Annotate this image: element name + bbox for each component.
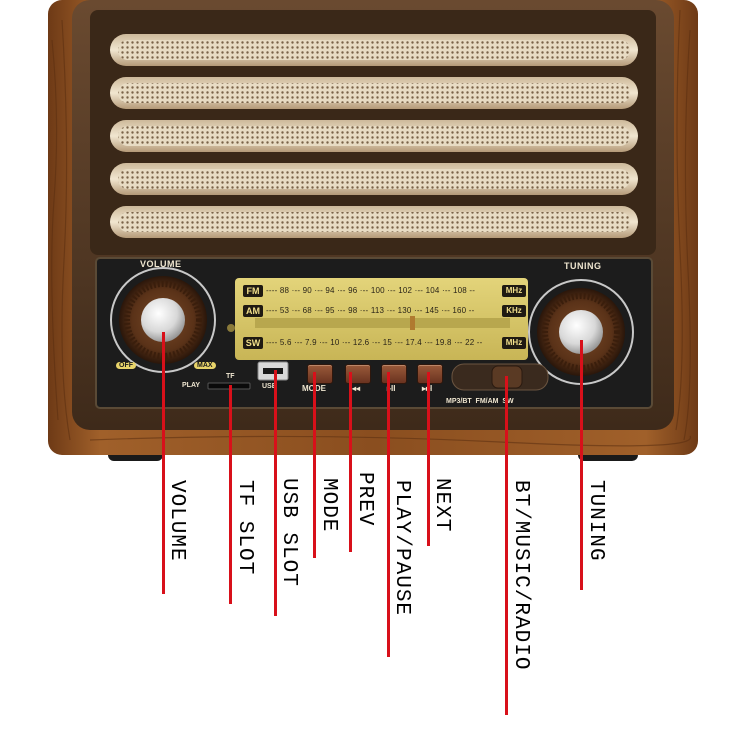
sw-band-tag: SW (243, 337, 263, 349)
volume-knob[interactable] (110, 267, 216, 373)
fm-band-tag: FM (243, 285, 263, 297)
volume-title: VOLUME (140, 259, 182, 269)
volume-callout-line (162, 332, 165, 594)
speaker-grille (110, 34, 638, 238)
prev-callout-label: PREV (353, 472, 376, 527)
tf-slot-callout-line (229, 385, 232, 604)
usb-label: USB (262, 383, 277, 390)
sw-unit-tag: MHz (502, 337, 526, 349)
fm-scale: ---- 88 ·-- 90 ·-- 94 ·-- 96 ·-- 100 ·--… (266, 286, 476, 295)
next-button[interactable] (417, 364, 443, 384)
tuning-title: TUNING (564, 261, 602, 271)
am-unit-tag: KHz (502, 305, 526, 317)
next-callout-label: NEXT (430, 478, 453, 533)
mode-callout-label: MODE (317, 478, 340, 533)
play-pause-button-glyph: ▸II (387, 384, 396, 393)
next-callout-line (427, 372, 430, 546)
tf-slot-callout-label: TF SLOT (233, 480, 256, 576)
usb-slot-callout-label: USB SLOT (277, 478, 300, 587)
tf-label: TF (226, 373, 235, 380)
fm-unit-tag: MHz (502, 285, 526, 297)
tuning-callout-label: TUNING (584, 480, 607, 562)
function-switch-label: MP3/BT FM/AM SW (446, 398, 514, 405)
tuning-knob[interactable] (528, 279, 634, 385)
am-scale: ---- 53 ·-- 68 ·-- 95 ·-- 98 ·-- 113 ·--… (266, 306, 475, 315)
tuning-callout-line (580, 340, 583, 590)
bt-music-radio-callout-label: BT/MUSIC/RADIO (509, 480, 532, 671)
mode-callout-line (313, 372, 316, 558)
off-label: OFF (116, 362, 136, 369)
play-label: PLAY (182, 382, 201, 389)
am-band-tag: AM (243, 305, 263, 317)
play-pause-callout-line (387, 372, 390, 657)
prev-callout-line (349, 372, 352, 552)
sw-scale: ---- 5.6 ·-- 7.9 ·-- 10 ·-- 12.6 ·-- 15 … (266, 338, 483, 347)
play-pause-button[interactable] (381, 364, 407, 384)
play-pause-callout-label: PLAY/PAUSE (390, 480, 413, 617)
usb-slot-callout-line (274, 370, 277, 616)
bt-music-radio-callout-line (505, 376, 508, 715)
volume-callout-label: VOLUME (165, 480, 188, 562)
max-label: MAX (194, 362, 216, 369)
mode-button[interactable] (307, 364, 333, 384)
prev-button-glyph: ◂◂ (352, 384, 361, 393)
